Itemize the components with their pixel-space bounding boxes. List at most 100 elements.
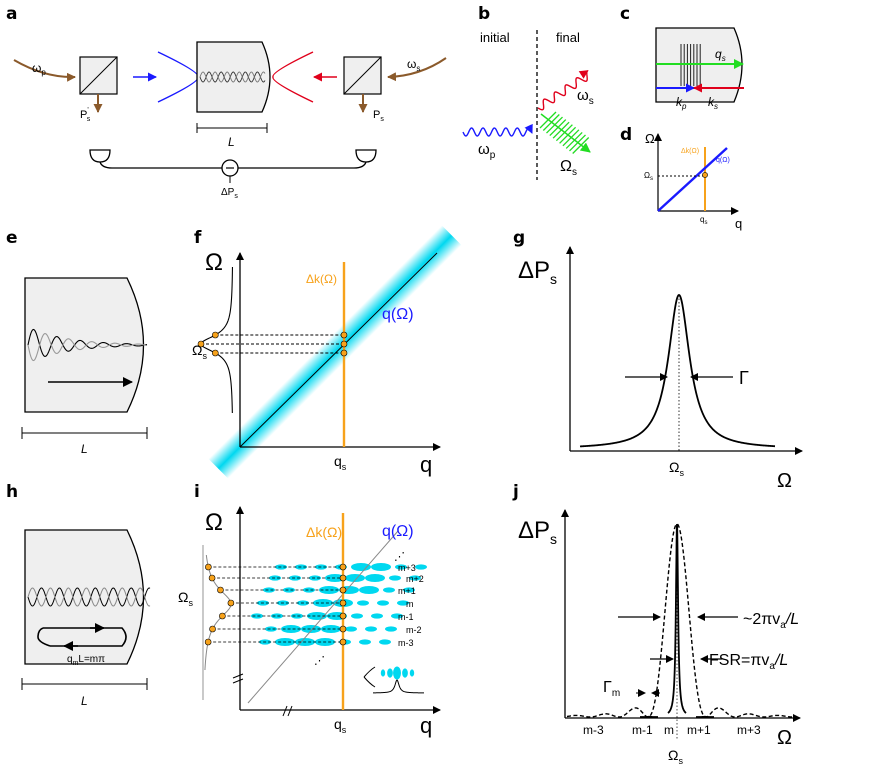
i-mode-dot [209, 625, 216, 633]
decaying-wave [27, 328, 148, 357]
i-intersection-dot [339, 599, 347, 607]
i-mode-spot [251, 613, 263, 619]
i-q-label: q(Ω) [382, 523, 414, 540]
svg-text:P's: P's [80, 107, 91, 123]
i-inset-spot [380, 669, 386, 677]
i-dots-upper: ⋰ [394, 551, 405, 563]
panel-h: h qmL=mπ L [6, 482, 151, 708]
svg-text:qs: qs [715, 47, 726, 63]
svg-text:Ωs: Ωs [669, 459, 684, 478]
f-intersection-dot [340, 331, 348, 339]
i-mode-label: m-2 [406, 625, 422, 635]
i-mode-spot [319, 586, 339, 594]
svg-text:Ωs: Ωs [560, 158, 577, 178]
i-mode-label: m [406, 599, 414, 609]
i-inset [363, 666, 424, 694]
i-mode-spot [415, 564, 427, 570]
i-mode-label: m+1 [398, 586, 416, 596]
f-lineshape-dot [212, 349, 219, 357]
f-lineshape-dot [212, 331, 219, 339]
f-intersection-dot [340, 349, 348, 357]
d-x-axis-label: q [735, 216, 742, 231]
j-tick-m+3: m+3 [737, 723, 761, 737]
stokes-photon [537, 70, 589, 111]
g-omega-s-label: Ω [669, 459, 679, 475]
kp-label: k [676, 95, 683, 109]
f-q-s-label: q [334, 453, 342, 469]
svg-text:Ωs: Ωs [668, 747, 683, 766]
svg-text:Ωs: Ωs [644, 171, 653, 182]
i-mode-spot [391, 613, 403, 619]
svg-text:ωs: ωs [577, 87, 594, 107]
svg-text:qs: qs [700, 215, 707, 226]
panel-f-label: f [194, 228, 202, 248]
ps-prime-label: P [80, 109, 87, 121]
i-mode-spot [365, 626, 377, 632]
i-dots-lower: ⋰ [314, 655, 325, 667]
ps-label: P [373, 109, 380, 121]
svg-text:Ωs: Ωs [178, 589, 193, 608]
j-gamma-m-label: Γ [603, 679, 612, 696]
final-label: final [556, 30, 580, 45]
svg-text:ks: ks [708, 95, 718, 111]
panel-c-label: c [620, 4, 630, 24]
i-mode-spot [389, 575, 401, 581]
j-x-axis-label: Ω [777, 727, 792, 749]
right-detector [355, 149, 377, 163]
i-inset-spot [402, 668, 408, 678]
omega-s-label-a: ω [407, 57, 416, 71]
delta-ps-label-a: ΔP [221, 187, 235, 198]
f-lineshape [200, 266, 234, 414]
i-mode-label: m-3 [398, 638, 414, 648]
i-mode-spot [283, 587, 295, 593]
panel-b-label: b [478, 4, 490, 24]
panel-j: j ~2πva/L FSR=πva/L Γm ΔPs Ω m-3 m-1 m m… [512, 482, 801, 766]
i-mode-spot [263, 587, 275, 593]
f-x-axis-label: q [420, 452, 432, 477]
panel-d: d Ω q Δk(Ω) q(Ω) Ωs qs [620, 125, 742, 231]
i-mode-spot [303, 587, 315, 593]
svg-text:ωs: ωs [407, 57, 420, 73]
i-mode-spot [291, 613, 303, 619]
g-y-axis-label: ΔP [518, 257, 550, 284]
j-omega-s-label: Ω [668, 747, 678, 763]
panel-g-label: g [513, 228, 525, 248]
svg-text:ΔPs: ΔPs [518, 257, 557, 287]
j-fsr-label: FSR=πv [709, 652, 769, 669]
length-label-a: L [228, 135, 235, 149]
j-tick-m: m [664, 723, 674, 737]
svg-text:ωp: ωp [478, 141, 496, 161]
i-mode-spot [371, 563, 391, 571]
svg-text:kp: kp [676, 95, 687, 111]
d-omega-s-label: Ω [644, 171, 650, 180]
panel-b: b initial final ωp ωs Ωs [462, 4, 594, 180]
panel-e-label: e [6, 228, 18, 248]
i-intersection-dot [339, 586, 347, 594]
pump-focus [157, 51, 199, 103]
i-intersection-dot [339, 574, 347, 582]
panel-a: a ωp P's L Ps ωs [6, 4, 447, 200]
j-y-axis-label: ΔP [518, 517, 550, 544]
i-envelope [204, 554, 232, 671]
i-mode-spot [357, 600, 369, 606]
i-mode-spot [281, 625, 301, 633]
svg-text:Ωs: Ωs [192, 342, 207, 361]
j-peak [667, 523, 687, 714]
j-tick-m-1: m-1 [632, 723, 653, 737]
svg-text:qmL=mπ: qmL=mπ [67, 654, 105, 667]
left-detector [89, 149, 111, 163]
initial-label: initial [480, 30, 510, 45]
svg-text:Ps: Ps [373, 109, 384, 123]
svg-text:ωp: ωp [32, 61, 46, 77]
crystal-e [24, 277, 145, 413]
i-mode-spot [365, 574, 385, 582]
svg-text:ΔPs: ΔPs [518, 517, 557, 547]
d-q-line [657, 147, 728, 212]
svg-text:ΔPs: ΔPs [221, 187, 238, 200]
crystal-a [196, 41, 271, 113]
i-q-s-label: q [334, 716, 342, 732]
i-mode-spot [265, 626, 277, 632]
q-label-c: q [715, 47, 722, 61]
i-mode-spot [403, 587, 415, 593]
